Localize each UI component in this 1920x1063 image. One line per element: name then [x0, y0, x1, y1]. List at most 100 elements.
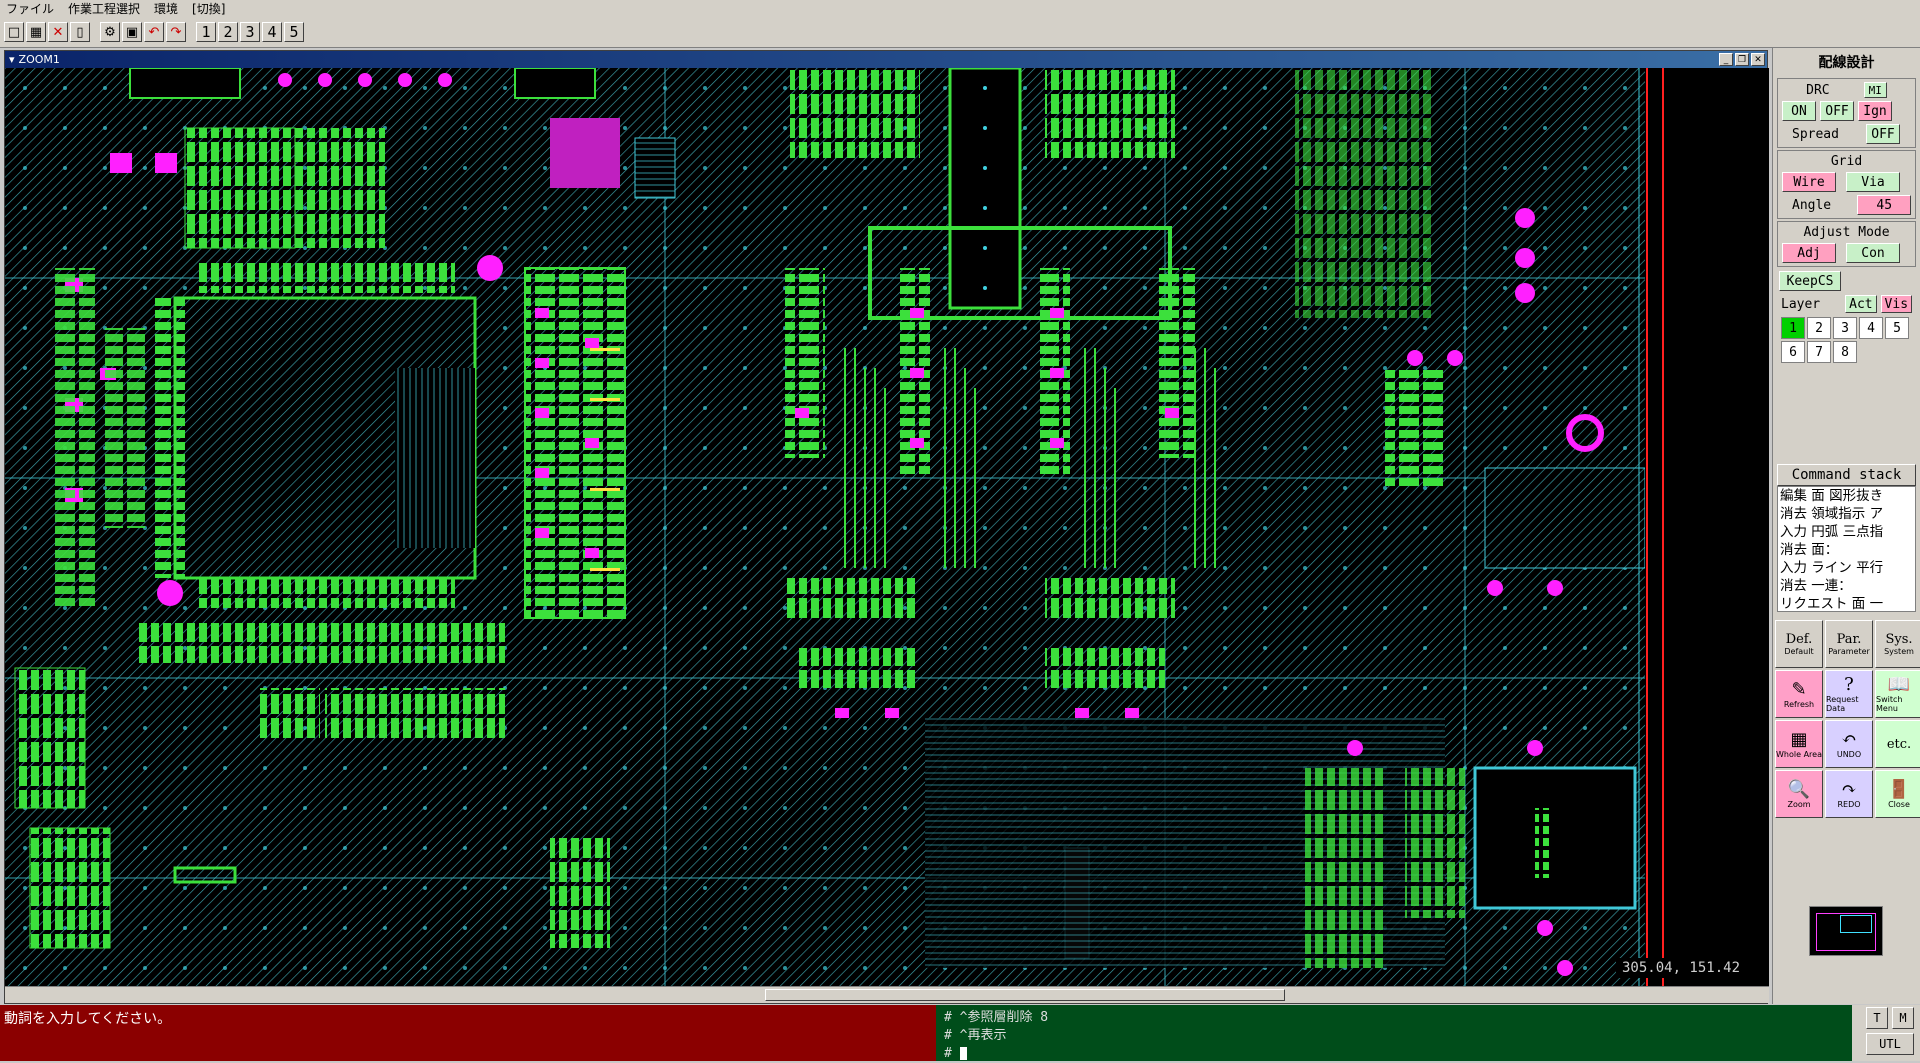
system-button-sub: System	[1884, 647, 1914, 656]
adjust-mode-group: Adjust Mode Adj Con	[1777, 221, 1916, 267]
layer-vis-button[interactable]: Vis	[1880, 295, 1912, 313]
redo-button[interactable]: ↷REDO	[1825, 770, 1873, 818]
redo-label: REDO	[1837, 799, 1861, 809]
layer-act-button[interactable]: Act	[1845, 295, 1877, 313]
drc-ign-button[interactable]: Ign	[1858, 101, 1892, 121]
layer-cell-7[interactable]: 7	[1807, 341, 1831, 363]
toolbar-num-5[interactable]: 5	[284, 22, 304, 42]
coordinate-readout: 305.04, 151.42	[1616, 958, 1764, 978]
layer-cell-5[interactable]: 5	[1885, 317, 1909, 339]
toolbar-num-1[interactable]: 1	[196, 22, 216, 42]
refresh-label: Refresh	[1783, 699, 1815, 709]
undo-icon[interactable]: ↶	[144, 22, 164, 42]
keepcs-button[interactable]: KeepCS	[1779, 271, 1841, 291]
list-item[interactable]: リクエスト 面 一	[1780, 596, 1884, 612]
log-input-line[interactable]: #	[944, 1045, 1844, 1063]
undo-label: UNDO	[1836, 749, 1862, 759]
undo-button[interactable]: ↶UNDO	[1825, 720, 1873, 768]
list-item[interactable]: 消去 領域指示 ア	[1780, 506, 1884, 522]
undo-hand-icon: ↶	[1841, 728, 1857, 750]
request-data-button[interactable]: ?Request Data	[1825, 670, 1873, 718]
list-item[interactable]: 編集 面 図形抜き	[1780, 488, 1884, 504]
system-button[interactable]: Sys.System	[1875, 620, 1920, 668]
layer-cell-6[interactable]: 6	[1781, 341, 1805, 363]
list-item[interactable]: 消去 面：	[1780, 542, 1839, 558]
keepcs-row: KeepCS	[1779, 271, 1914, 291]
system-button-label: Sys.	[1885, 632, 1913, 647]
close-button[interactable]: 🚪Close	[1875, 770, 1920, 818]
layer-label: Layer	[1781, 296, 1821, 312]
layer-cell-4[interactable]: 4	[1859, 317, 1883, 339]
default-button[interactable]: Def.Default	[1775, 620, 1823, 668]
window-icon[interactable]: ▣	[122, 22, 142, 42]
spread-off-button[interactable]: OFF	[1866, 124, 1900, 144]
right-panel: 配線設計 DRC MI ON OFF Ign Spread OFF Grid W…	[1772, 48, 1920, 1004]
t-button[interactable]: T	[1866, 1007, 1888, 1029]
whole-area-button[interactable]: ▦Whole Area	[1775, 720, 1823, 768]
toolbar-num-4[interactable]: 4	[262, 22, 282, 42]
select-icon[interactable]: ▯	[70, 22, 90, 42]
horizontal-scrollbar[interactable]	[5, 986, 1769, 1003]
zoom-button[interactable]: 🔍Zoom	[1775, 770, 1823, 818]
command-stack-list[interactable]: 編集 面 図形抜き 消去 領域指示 ア 入力 円弧 三点指 消去 面： 入力 ラ…	[1777, 486, 1916, 612]
grid-view-icon: ▦	[1790, 728, 1808, 750]
switch-menu-button[interactable]: 📖Switch Menu	[1875, 670, 1920, 718]
menu-switch[interactable]: [切換]	[192, 2, 226, 16]
adjust-con-button[interactable]: Con	[1846, 243, 1900, 263]
redo-icon[interactable]: ↷	[166, 22, 186, 42]
drc-mi-button[interactable]: MI	[1863, 82, 1887, 98]
window-controls: _ ❐ ✕	[1719, 53, 1765, 66]
minimize-icon[interactable]: _	[1719, 53, 1733, 66]
layer-cell-8[interactable]: 8	[1833, 341, 1857, 363]
panel-spacer	[1773, 368, 1920, 458]
window-menu-icon[interactable]: ▾	[9, 53, 15, 66]
parameter-button-label: Par.	[1836, 632, 1862, 647]
drc-off-button[interactable]: OFF	[1820, 101, 1854, 121]
question-icon: ?	[1844, 674, 1854, 695]
refresh-button[interactable]: ✎Refresh	[1775, 670, 1823, 718]
layer-cell-2[interactable]: 2	[1807, 317, 1831, 339]
adjust-adj-button[interactable]: Adj	[1782, 243, 1836, 263]
zoom-label: Zoom	[1787, 799, 1811, 809]
delete-icon[interactable]: ✕	[48, 22, 68, 42]
command-log[interactable]: # ^参照層削除 8 # ^再表示 #	[936, 1005, 1852, 1061]
menu-file[interactable]: ファイル	[6, 2, 55, 16]
close-icon[interactable]: ✕	[1751, 53, 1765, 66]
panel-title: 配線設計	[1818, 55, 1875, 71]
etc-label: etc.	[1886, 736, 1912, 752]
m-button[interactable]: M	[1892, 1007, 1914, 1029]
grid-icon[interactable]: ▦	[26, 22, 46, 42]
switch-menu-label: Switch Menu	[1876, 695, 1903, 713]
default-button-sub: Default	[1784, 647, 1814, 656]
drc-group: DRC MI ON OFF Ign Spread OFF	[1777, 78, 1916, 148]
toolbar-num-3[interactable]: 3	[240, 22, 260, 42]
redo-hand-icon: ↷	[1841, 778, 1857, 800]
layer-cell-3[interactable]: 3	[1833, 317, 1857, 339]
drc-on-button[interactable]: ON	[1782, 101, 1816, 121]
scrollbar-thumb[interactable]	[765, 989, 1285, 1001]
utl-button[interactable]: UTL	[1866, 1033, 1914, 1055]
grid-wire-button[interactable]: Wire	[1782, 172, 1836, 192]
list-item[interactable]: 消去 一連：	[1780, 578, 1852, 594]
angle-value-button[interactable]: 45	[1857, 195, 1911, 215]
request-data-label: Request Data	[1826, 695, 1859, 713]
book-icon: 📖	[1887, 674, 1911, 695]
minimap-board-outline	[1816, 913, 1876, 951]
grid-via-button[interactable]: Via	[1846, 172, 1900, 192]
layer-cell-1[interactable]: 1	[1781, 317, 1805, 339]
new-icon[interactable]: □	[4, 22, 24, 42]
etc-button[interactable]: etc.	[1875, 720, 1920, 768]
gear-icon[interactable]: ⚙	[100, 22, 120, 42]
list-item[interactable]: 入力 円弧 三点指	[1780, 524, 1884, 540]
parameter-button[interactable]: Par.Parameter	[1825, 620, 1873, 668]
menu-process-select[interactable]: 作業工程選択	[68, 2, 141, 16]
pcb-canvas[interactable]	[5, 68, 1769, 988]
menu-environment[interactable]: 環境	[154, 2, 179, 16]
toolbar-num-2[interactable]: 2	[218, 22, 238, 42]
maximize-icon[interactable]: ❐	[1735, 53, 1749, 66]
prompt-area: 動詞を入力してください。	[0, 1005, 936, 1061]
overview-minimap[interactable]	[1809, 906, 1883, 956]
drc-label: DRC	[1806, 82, 1830, 98]
list-item[interactable]: 入力 ライン 平行	[1780, 560, 1884, 576]
zoom-window: ▾ ZOOM1 _ ❐ ✕	[4, 50, 1769, 1004]
